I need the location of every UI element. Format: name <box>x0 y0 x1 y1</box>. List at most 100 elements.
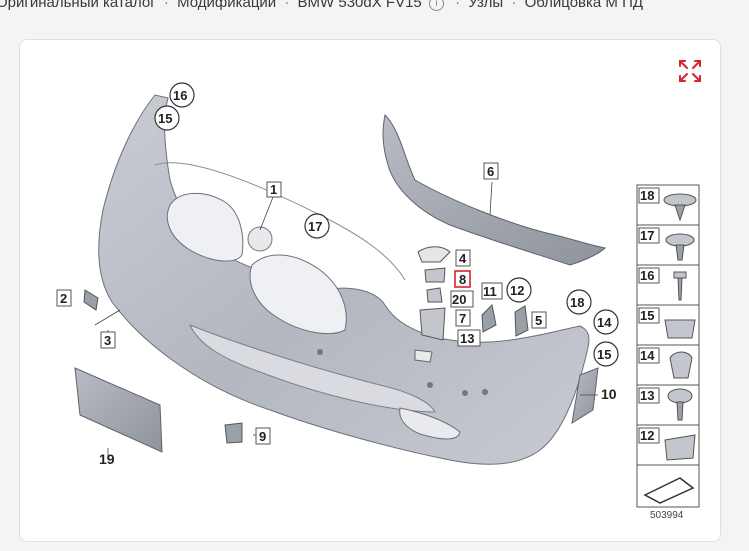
parts-diagram: 1 6 2 3 4 8 20 7 11 5 9 13 16 15 17 12 1… <box>56 82 700 521</box>
svg-text:1: 1 <box>270 182 277 197</box>
bracket-part[interactable] <box>83 289 99 311</box>
kidney-grille-right-opening <box>249 254 347 335</box>
callout-16[interactable]: 16 <box>169 82 195 108</box>
svg-text:7: 7 <box>459 311 466 326</box>
label-10[interactable]: 10 <box>601 386 617 402</box>
svg-text:16: 16 <box>173 88 187 103</box>
pdc-sensor-hole <box>462 390 468 396</box>
legend-14[interactable]: 14 <box>638 347 660 364</box>
spring-nut-icon <box>664 319 696 339</box>
side-reflector-trim-part[interactable] <box>571 367 599 425</box>
breadcrumb-item-model[interactable]: BMW 530dX FV15 <box>297 0 422 11</box>
pdc-sensor-hole <box>317 349 323 355</box>
clip-rivet-icon <box>663 193 697 207</box>
callout-5[interactable]: 5 <box>531 311 547 329</box>
svg-text:3: 3 <box>104 333 111 348</box>
expand-arrows-icon[interactable] <box>677 58 703 84</box>
callout-3[interactable]: 3 <box>100 331 116 349</box>
callout-12[interactable]: 12 <box>506 277 532 303</box>
spoiler-part[interactable] <box>382 113 607 266</box>
bracket-part-9[interactable] <box>224 422 243 444</box>
tool-note-arrow-icon <box>643 477 695 504</box>
breadcrumb-item-current: Облицовка М ПД <box>524 0 644 11</box>
legend-15[interactable]: 15 <box>638 307 660 324</box>
body-bolt-icon <box>667 388 693 404</box>
callout-11[interactable]: 11 <box>481 282 503 300</box>
expanding-nut-icon <box>669 351 693 379</box>
washer-cover-part[interactable] <box>417 246 451 263</box>
breadcrumb-item-groups[interactable]: Узлы <box>468 0 504 11</box>
screw-icon <box>673 271 687 279</box>
bracket-part-5[interactable] <box>514 305 529 337</box>
leader-line <box>489 181 493 216</box>
expanding-rivet-icon <box>665 233 695 247</box>
callout-18[interactable]: 18 <box>566 289 592 315</box>
svg-text:12: 12 <box>510 283 524 298</box>
retainer-cable-part[interactable] <box>94 309 121 326</box>
callout-20[interactable]: 20 <box>450 290 474 308</box>
callout-15[interactable]: 15 <box>154 105 180 131</box>
svg-text:9: 9 <box>259 429 266 444</box>
svg-text:14: 14 <box>640 348 655 363</box>
callout-6[interactable]: 6 <box>483 162 499 180</box>
svg-text:2: 2 <box>60 291 67 306</box>
svg-text:13: 13 <box>640 388 654 403</box>
callout-15b[interactable]: 15 <box>593 341 619 367</box>
breadcrumb: Оригинальный каталог · Модификации · BMW… <box>0 0 696 16</box>
clamp-icon <box>664 434 696 461</box>
svg-text:15: 15 <box>158 111 172 126</box>
legend-17[interactable]: 17 <box>638 227 660 244</box>
svg-text:8: 8 <box>459 272 466 287</box>
info-circle-icon[interactable]: i <box>428 0 444 11</box>
callout-7[interactable]: 7 <box>455 309 471 327</box>
callout-4[interactable]: 4 <box>455 249 471 267</box>
legend-16[interactable]: 16 <box>638 267 660 284</box>
legend-12[interactable]: 12 <box>638 427 660 444</box>
body-bolt-shank <box>676 401 684 421</box>
clip-part[interactable] <box>481 303 497 333</box>
washer-spring-part[interactable] <box>426 287 443 303</box>
svg-text:11: 11 <box>483 284 497 299</box>
headlight-washer-opening <box>414 349 433 363</box>
label-19[interactable]: 19 <box>99 451 115 467</box>
svg-text:18: 18 <box>640 188 654 203</box>
svg-text:15: 15 <box>640 308 654 323</box>
bumper-upper-edge <box>154 162 406 281</box>
emblem-mount <box>247 226 273 252</box>
svg-text:6: 6 <box>487 164 494 179</box>
parts-diagram-panel: 1 6 2 3 4 8 20 7 11 5 9 13 16 15 17 12 1… <box>19 39 721 542</box>
legend-18[interactable]: 18 <box>638 187 660 204</box>
washer-bracket-part[interactable] <box>419 307 446 341</box>
svg-text:16: 16 <box>640 268 654 283</box>
breadcrumb-item-catalog[interactable]: Оригинальный каталог <box>0 0 156 11</box>
kidney-grille-left-opening <box>166 192 244 262</box>
callout-14[interactable]: 14 <box>593 309 619 335</box>
callout-17[interactable]: 17 <box>304 213 330 239</box>
expanding-rivet-shank <box>675 244 685 261</box>
callout-2[interactable]: 2 <box>56 289 72 307</box>
breadcrumb-separator: · <box>284 0 290 11</box>
callout-8-highlighted[interactable]: 8 <box>454 270 471 288</box>
svg-text:13: 13 <box>460 331 474 346</box>
legend-13[interactable]: 13 <box>638 387 660 404</box>
svg-text:18: 18 <box>570 295 584 310</box>
breadcrumb-item-modifications[interactable]: Модификации <box>177 0 277 11</box>
svg-text:14: 14 <box>597 315 612 330</box>
svg-text:4: 4 <box>459 251 467 266</box>
pdc-sensor-hole <box>482 389 488 395</box>
callout-13[interactable]: 13 <box>457 329 481 347</box>
callout-1[interactable]: 1 <box>266 181 282 198</box>
washer-nozzle-part[interactable] <box>424 267 446 283</box>
image-code: 503994 <box>650 510 684 521</box>
svg-text:20: 20 <box>452 292 466 307</box>
breadcrumb-separator: · <box>163 0 169 11</box>
pdc-sensor-hole <box>427 382 433 388</box>
callout-9[interactable]: 9 <box>255 427 271 445</box>
fog-opening-right <box>399 407 461 440</box>
breadcrumb-separator: · <box>511 0 517 11</box>
svg-text:12: 12 <box>640 428 654 443</box>
breadcrumb-separator: · <box>455 0 461 11</box>
svg-text:17: 17 <box>640 228 654 243</box>
fastener-legend: 18 17 16 15 14 13 12 <box>636 184 700 508</box>
licence-plate-base-part[interactable] <box>74 367 163 453</box>
